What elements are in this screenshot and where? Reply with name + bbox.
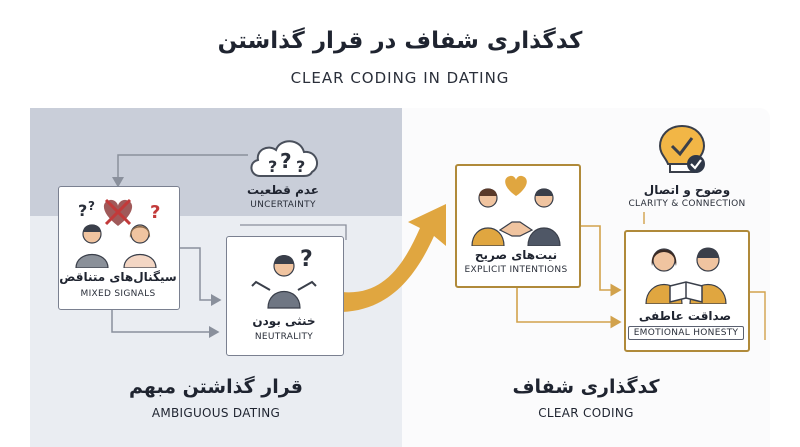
clear-coding-title-en: CLEAR CODING bbox=[538, 406, 634, 420]
heart-icon bbox=[505, 175, 527, 196]
uncertainty-label-fa: عدم قطعیت bbox=[246, 183, 320, 197]
book-icon bbox=[669, 281, 703, 303]
svg-text:?: ? bbox=[268, 157, 277, 176]
ambiguous-title-fa: قرار گذاشتن مبهم bbox=[129, 376, 303, 398]
explicit-label-fa: نیت‌های صریح bbox=[474, 248, 558, 262]
connector-uncertainty bbox=[112, 154, 248, 188]
lightbulb-icon bbox=[658, 124, 706, 173]
connector-mixed-to-neutral-a bbox=[178, 247, 222, 306]
neutrality-label-fa: خنثی بودن bbox=[252, 314, 316, 328]
mixed-signals-illustration: ? ? ? bbox=[75, 198, 160, 268]
honesty-label-en: EMOTIONAL HONESTY bbox=[628, 326, 744, 340]
clarity-label-fa: وضوح و اتصال bbox=[643, 183, 731, 197]
clear-coding-title-fa: کدگذاری شفاف bbox=[512, 376, 660, 398]
connector-mixed-to-neutral-b bbox=[111, 310, 220, 338]
explicit-label-en: EXPLICIT INTENTIONS bbox=[464, 265, 568, 275]
uncertainty-label-en: UNCERTAINTY bbox=[250, 200, 316, 210]
neutral-person-illustration: ? bbox=[251, 247, 317, 309]
question-cloud-icon: ? ? ? bbox=[250, 140, 319, 177]
check-badge-icon bbox=[687, 155, 705, 173]
svg-text:?: ? bbox=[88, 199, 95, 213]
transition-arrow bbox=[342, 204, 446, 312]
svg-text:?: ? bbox=[280, 149, 292, 173]
mixed-signals-label-en: MIXED SIGNALS bbox=[80, 289, 156, 299]
page-subtitle: CLEAR CODING IN DATING bbox=[290, 69, 510, 87]
crossed-heart-icon bbox=[103, 198, 133, 226]
honesty-label-fa: صداقت عاطفی bbox=[638, 309, 732, 323]
connector-explicit-to-honesty-b bbox=[516, 284, 622, 329]
handshake-icon bbox=[498, 221, 534, 237]
svg-text:?: ? bbox=[150, 202, 160, 223]
svg-text:?: ? bbox=[78, 201, 87, 220]
handshake-illustration bbox=[471, 175, 561, 246]
connector-explicit-to-honesty-a bbox=[580, 225, 622, 297]
page-title: کدگذاری شفاف در قرار گذاشتن bbox=[217, 28, 583, 54]
clarity-label-en: CLARITY & CONNECTION bbox=[628, 199, 746, 209]
connector-neutral-up bbox=[240, 224, 347, 240]
couple-reading-illustration bbox=[645, 247, 727, 304]
connector-honesty-out bbox=[748, 291, 766, 340]
svg-text:?: ? bbox=[296, 157, 305, 176]
ambiguous-title-en: AMBIGUOUS DATING bbox=[151, 406, 281, 420]
mixed-signals-label-fa: سیگنال‌های متناقض bbox=[59, 270, 177, 284]
question-mark-icon: ? bbox=[300, 247, 313, 272]
neutrality-label-en: NEUTRALITY bbox=[254, 332, 314, 342]
